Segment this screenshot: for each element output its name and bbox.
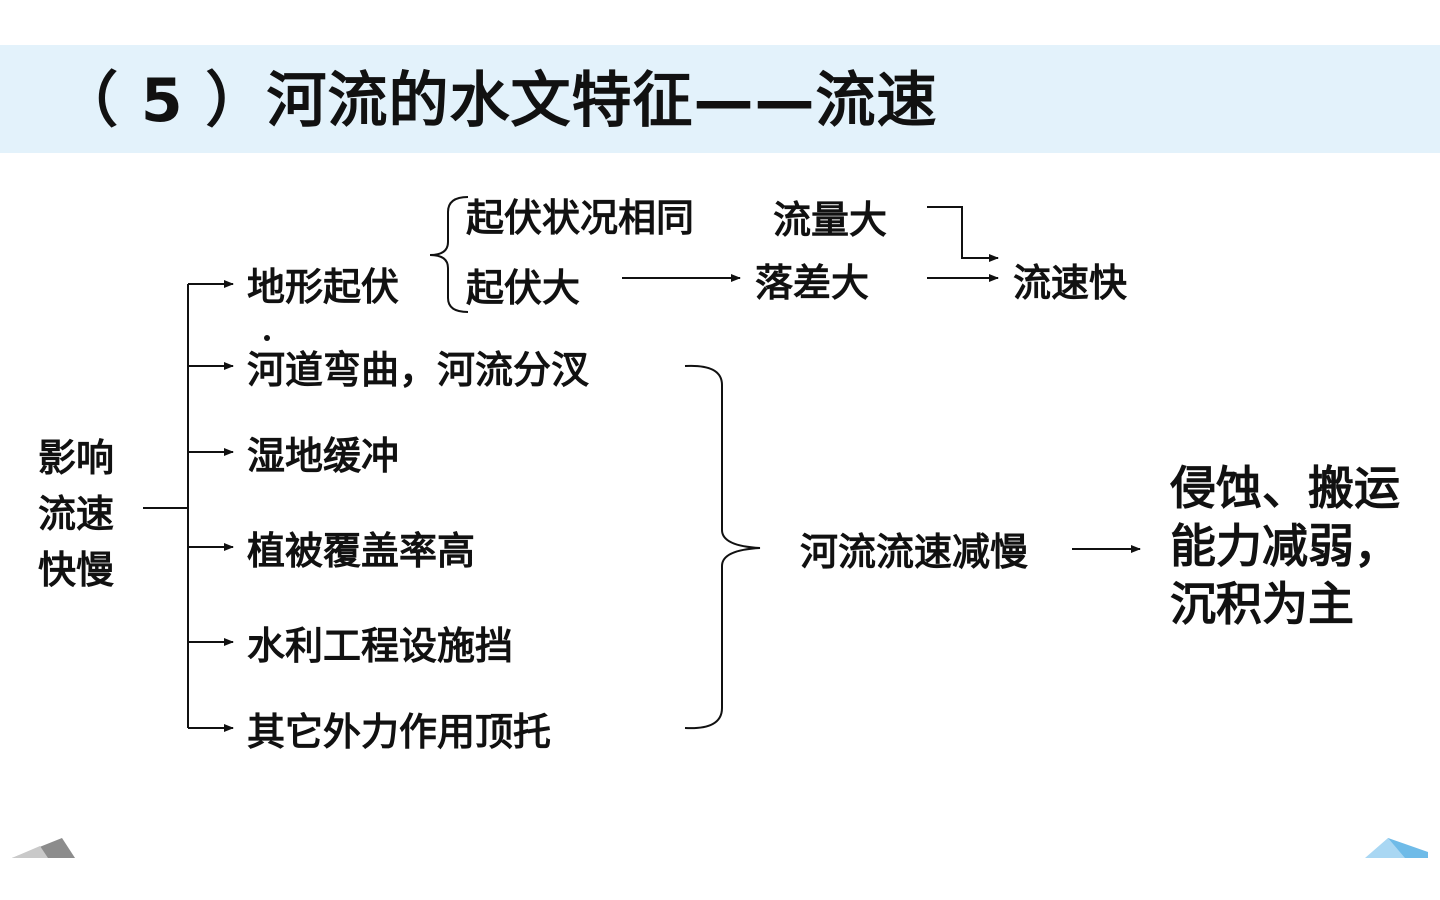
root-label: 影响 流速 快慢 (38, 430, 114, 598)
result-line-1: 侵蚀、搬运 (1170, 461, 1400, 515)
drop-large: 落差大 (755, 261, 870, 305)
flow-large: 流量大 (773, 198, 888, 242)
root-line-2: 流速 (38, 492, 115, 536)
page-title: （ 5 ）河流的水文特征——流速 (58, 66, 938, 136)
bullet-dot (264, 335, 270, 341)
factor-wetland: 湿地缓冲 (247, 434, 400, 478)
factor-water-works: 水利工程设施挡 (247, 624, 514, 668)
root-line-1: 影响 (38, 436, 115, 480)
factor-vegetation: 植被覆盖率高 (247, 529, 476, 573)
factor-terrain: 地形起伏 (247, 265, 400, 309)
title-band (0, 45, 1440, 153)
factor-other: 其它外力作用顶托 (247, 710, 552, 754)
factor-channel: 河道弯曲，河流分汊 (247, 348, 590, 392)
root-line-3: 快慢 (38, 548, 115, 592)
result-line-3: 沉积为主 (1170, 577, 1354, 631)
result-text: 侵蚀、搬运 能力减弱， 沉积为主 (1170, 459, 1400, 633)
terrain-same: 起伏状况相同 (466, 196, 695, 240)
speed-fast: 流速快 (1013, 261, 1128, 305)
terrain-large: 起伏大 (466, 266, 581, 310)
speed-slow: 河流流速减慢 (800, 530, 1029, 574)
result-line-2: 能力减弱， (1170, 519, 1400, 573)
